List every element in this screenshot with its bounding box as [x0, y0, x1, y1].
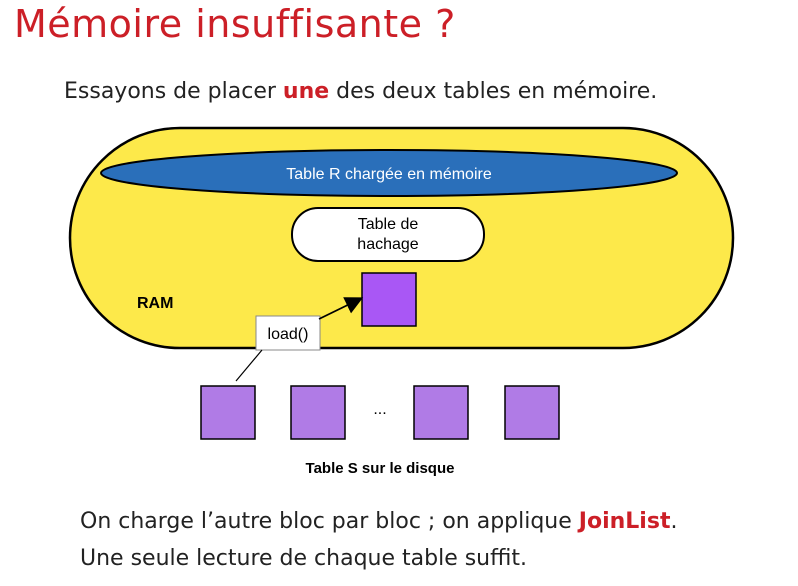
disk-ellipsis: ... — [373, 401, 386, 418]
intro-before: Essayons de placer — [64, 79, 283, 104]
table-r-label: Table R chargée en mémoire — [286, 166, 492, 183]
table-r-ellipse — [100, 149, 678, 197]
intro-emphasis: une — [282, 79, 330, 104]
body-line-1-after: . — [670, 509, 678, 534]
disk-block — [504, 385, 560, 440]
memory-block — [361, 272, 417, 327]
hash-table-label-line2: hachage — [357, 236, 418, 253]
intro-after: des deux tables en mémoire. — [329, 79, 658, 104]
disk-block — [413, 385, 469, 440]
slide-title: Mémoire insuffisante ? — [14, 2, 456, 46]
body-line-1-before: On charge l’autre bloc par bloc ; on app… — [80, 509, 579, 534]
disk-label: Table S sur le disque — [306, 460, 455, 477]
load-label: load() — [268, 326, 309, 343]
intro-text: Essayons de placer une des deux tables e… — [64, 79, 657, 104]
body-line-1-emphasis: JoinList — [578, 509, 671, 534]
body-line-1: On charge l’autre bloc par bloc ; on app… — [80, 509, 677, 534]
hash-table-label-line1: Table de — [358, 216, 419, 233]
body-line-2: Une seule lecture de chaque table suffit… — [80, 546, 528, 571]
load-arrow — [318, 297, 364, 320]
ram-label: RAM — [137, 295, 173, 312]
hash-table-box — [291, 207, 485, 262]
disk-block — [290, 385, 346, 440]
load-label-box — [255, 315, 321, 351]
load-leader-line — [235, 349, 263, 382]
disk-block — [200, 385, 256, 440]
